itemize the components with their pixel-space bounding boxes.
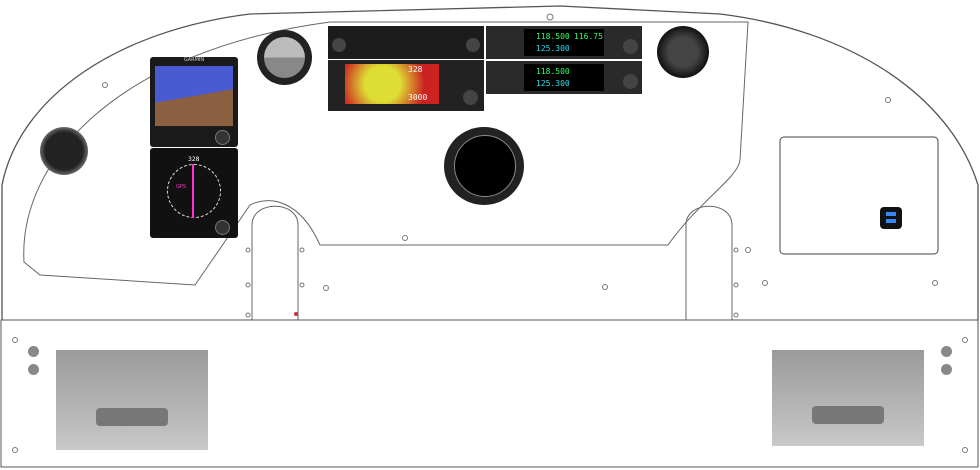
- attitude-indicator: [257, 30, 312, 85]
- com-radio-2: 118.500 125.300: [486, 61, 642, 94]
- map-pocket-right: [772, 350, 924, 446]
- pfd-screen: [155, 66, 233, 126]
- panel-screws: [12, 13, 968, 453]
- audio-knob-left[interactable]: [332, 38, 346, 52]
- nav1-active: 116.75: [574, 32, 603, 41]
- com2-knob[interactable]: [623, 74, 638, 89]
- gtn-knob[interactable]: [463, 90, 478, 105]
- hsi-gps-label: GPS: [176, 184, 187, 190]
- audio-panel: [328, 26, 484, 59]
- knob-right-1[interactable]: [941, 346, 952, 357]
- nav-com-radio-1: 118.500 125.300 116.75: [486, 26, 642, 59]
- compass-rose: [167, 164, 221, 218]
- com2-active: 118.500: [536, 67, 570, 76]
- gtn-alt: 3000: [408, 93, 428, 102]
- tachometer-gauge: [40, 127, 88, 175]
- engine-monitor: [444, 127, 524, 205]
- com1-standby: 125.300: [536, 44, 570, 53]
- hsi-knob[interactable]: [215, 220, 230, 235]
- efis-brand: GARMIN: [183, 57, 205, 63]
- com2-standby: 125.300: [536, 79, 570, 88]
- com1-knob[interactable]: [623, 39, 638, 54]
- compass-gauge: [657, 26, 709, 78]
- knob-left-1[interactable]: [28, 346, 39, 357]
- hsi-heading: 328: [188, 156, 200, 163]
- map-pocket-left: [56, 350, 208, 450]
- pfd-knob[interactable]: [215, 130, 230, 145]
- efis-pfd: GARMIN: [150, 57, 238, 147]
- gtn-dtk: 328: [408, 65, 423, 74]
- gtn-navigator: 3000 328: [328, 60, 484, 111]
- knob-left-2[interactable]: [28, 364, 39, 375]
- efis-hsi: 328 GPS: [150, 148, 238, 238]
- usb-charger: [880, 207, 902, 229]
- audio-knob-right[interactable]: [466, 38, 480, 52]
- gtn-map: [345, 64, 439, 104]
- com1-active: 118.500: [536, 32, 570, 41]
- knob-right-2[interactable]: [941, 364, 952, 375]
